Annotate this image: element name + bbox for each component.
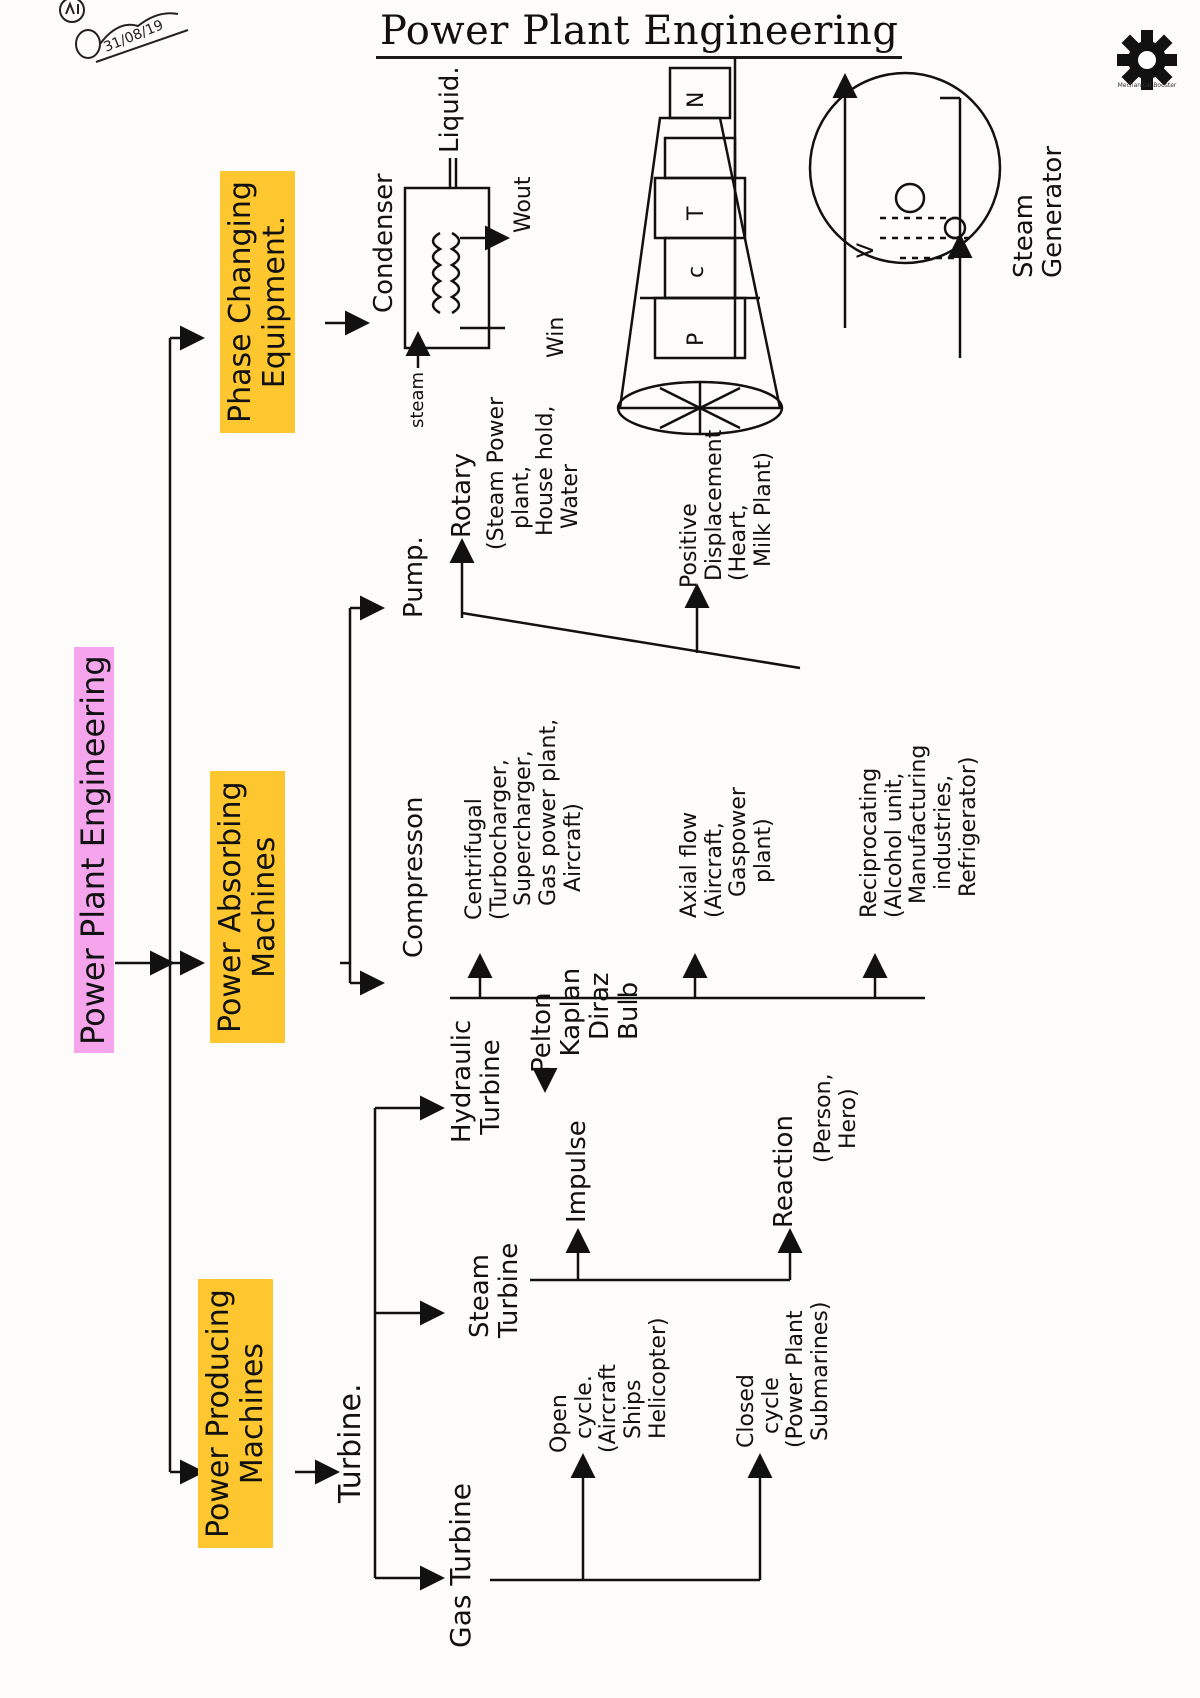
condenser-label: Condenser [369,173,399,313]
category-phase-changing: Phase Changing Equipment. [220,171,296,433]
compressor-label: Compresson [399,796,429,958]
axial-flow-label: Axial flow (Aircraft, Gaspower plant) [677,787,776,918]
engine-c-label: c [684,265,709,278]
engine-n-label: N [684,91,709,108]
gas-turbine-label: Gas Turbine [444,1483,477,1648]
concept-diagram: Power Plant Engineering Power Producing … [74,58,1068,1648]
root-node: Power Plant Engineering [74,647,114,1053]
reaction-examples-label: (Person, Hero) [811,1073,861,1163]
page-title: Power Plant Engineering [376,8,903,59]
logo-caption: Mechanical Booster [1117,82,1177,89]
reaction-label: Reaction [769,1115,799,1228]
pump-label: Pump. [399,536,429,618]
closed-cycle-label: Closed cycle (Power Plant Submarines) [734,1301,833,1448]
engine-p-label: P [684,332,709,346]
hydraulic-types-label: Pelton Kaplan Diraz Bulb [527,967,645,1073]
positive-displacement-label: Positive Displacement (Heart, Milk Plant… [677,429,776,588]
liquid-out-label: Liquid. [435,66,465,153]
open-cycle-label: Open cycle. (Aircraft Ships Helicopter) [547,1317,671,1453]
connector-lines [115,58,1002,1591]
turbine-label: Turbine. [333,1383,368,1503]
reciprocating-label: Reciprocating (Alcohol unit, Manufacturi… [857,744,981,918]
gear-icon [1102,20,1192,100]
w-out-label: Wout [511,176,536,234]
rotary-label: Rotary [447,452,477,538]
centrifugal-label: Centrifugal (Turbocharger, Supercharger,… [462,718,586,920]
steam-generator-label: Steam Generator [1009,145,1069,278]
engine-t-label: T [684,206,709,220]
impulse-label: Impulse [562,1120,592,1223]
hydraulic-turbine-label: Hydraulic Turbine [447,1019,507,1143]
signature-stamp: 31/08/19 [58,0,198,70]
steam-in-label: steam [407,371,428,428]
category-power-absorbing: Power Absorbing Machines [210,771,286,1043]
steam-turbine-label: Steam Turbine [465,1242,525,1338]
w-in-label: Win [544,316,569,358]
rotary-examples-label: (Steam Power plant, House hold, Water [484,396,583,550]
category-power-producing: Power Producing Machines [198,1279,274,1548]
boiler-letter-label: V [854,242,879,258]
